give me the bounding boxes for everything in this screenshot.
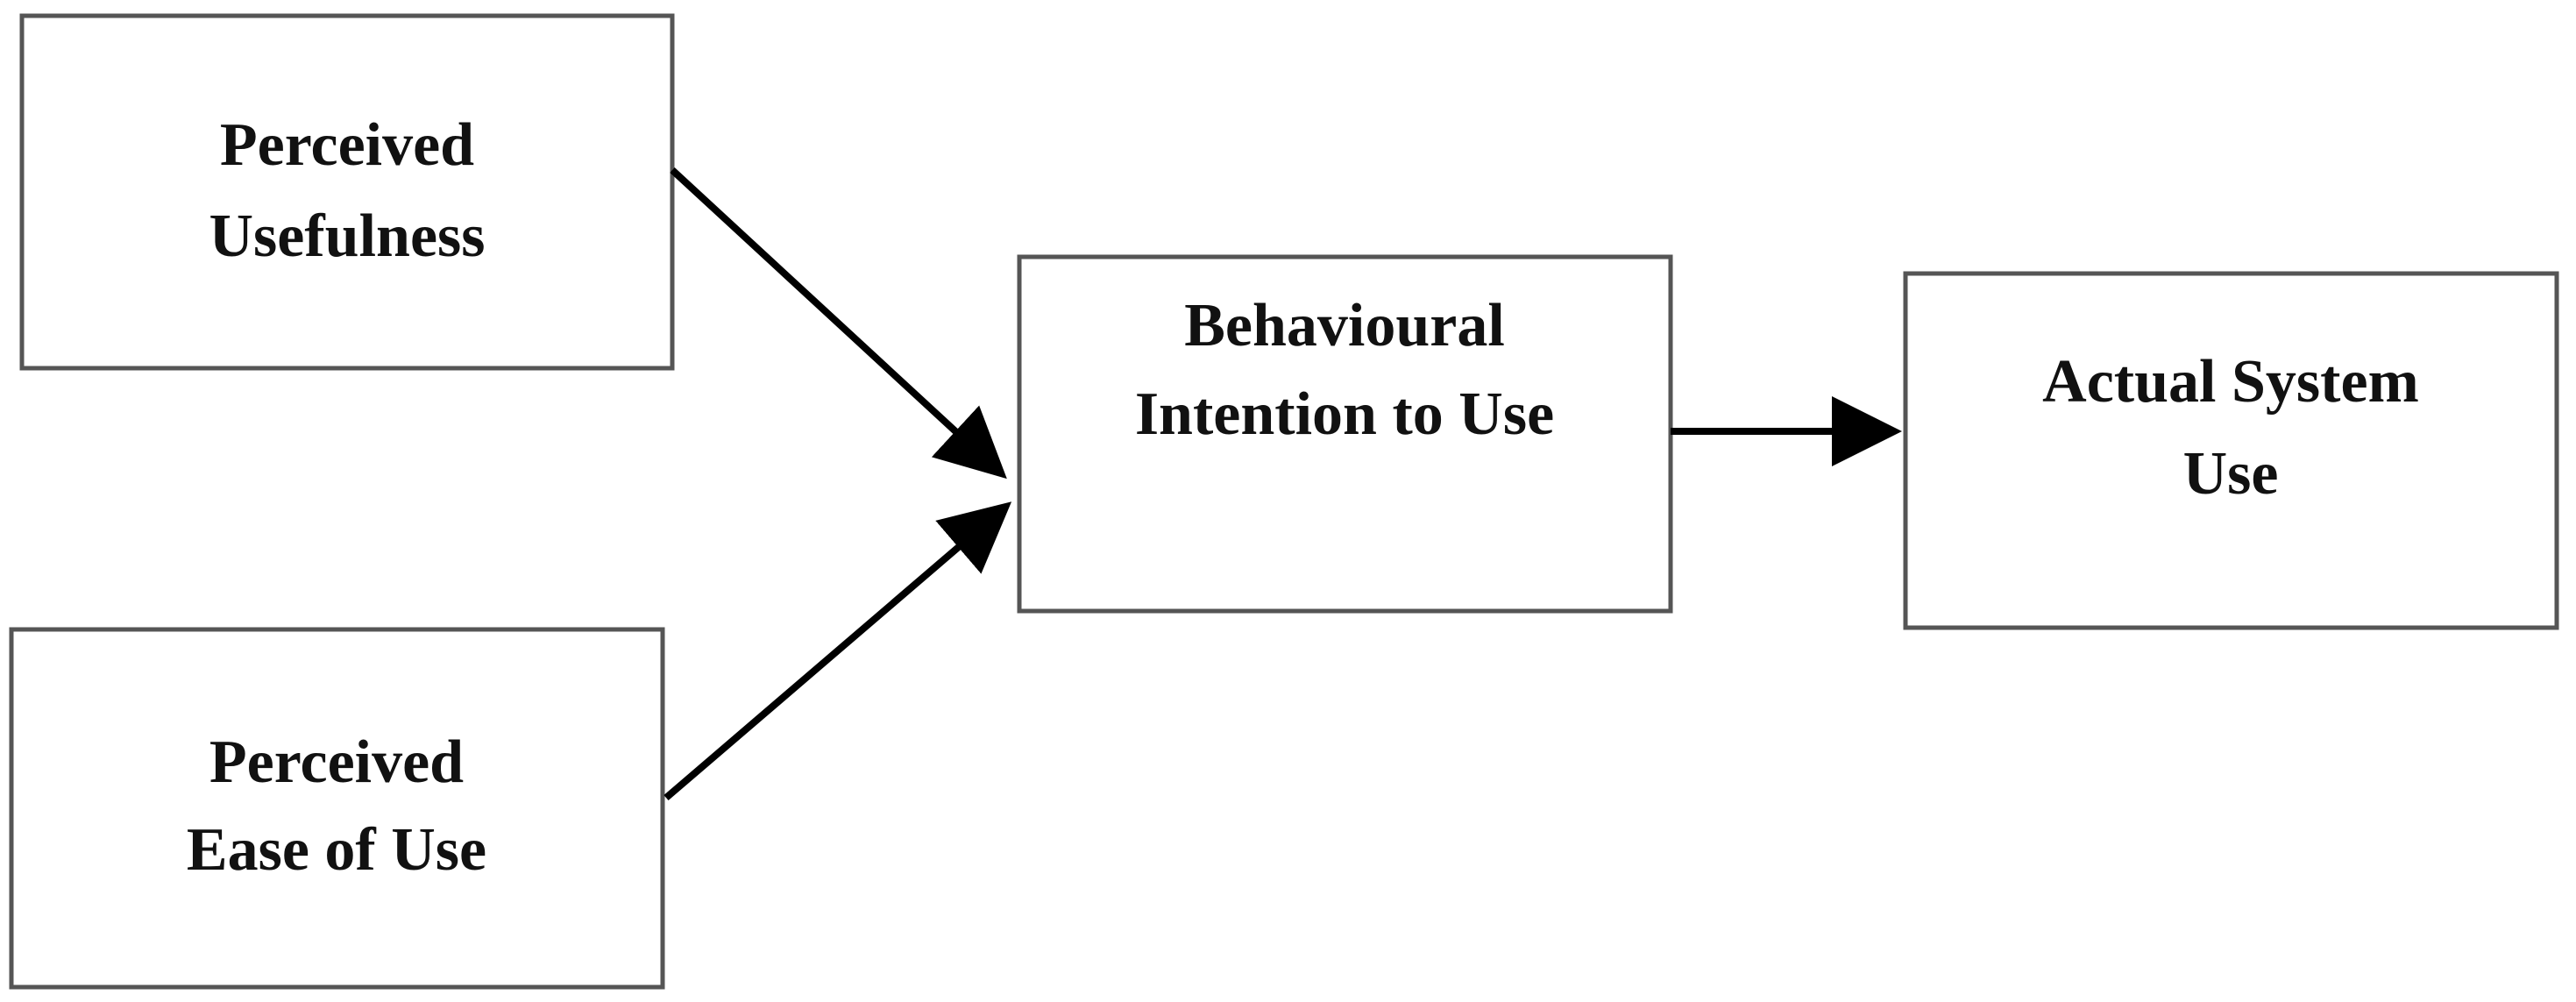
arrow-ease-of-use-to-intention bbox=[664, 501, 1012, 801]
node-behavioural-intention-label-line1: Behavioural bbox=[1184, 292, 1505, 359]
node-perceived-usefulness: Perceived Usefulness bbox=[19, 13, 675, 371]
node-perceived-ease-of-use-label-line1: Perceived bbox=[209, 728, 464, 796]
node-actual-system-use: Actual System Use bbox=[1903, 271, 2559, 630]
node-behavioural-intention-label-line2: Intention to Use bbox=[1135, 380, 1554, 448]
node-perceived-ease-of-use: Perceived Ease of Use bbox=[9, 627, 665, 990]
node-actual-system-use-label-line2: Use bbox=[2183, 440, 2279, 508]
node-behavioural-intention-box bbox=[1017, 254, 1673, 614]
node-perceived-usefulness-label-line2: Usefulness bbox=[209, 203, 485, 270]
node-perceived-usefulness-label-line1: Perceived bbox=[220, 111, 474, 179]
arrow-usefulness-to-intention bbox=[670, 167, 1007, 480]
node-perceived-ease-of-use-label-line2: Ease of Use bbox=[187, 816, 486, 884]
node-behavioural-intention: Behavioural Intention to Use bbox=[1017, 254, 1673, 614]
node-actual-system-use-box bbox=[1903, 271, 2559, 630]
node-perceived-usefulness-box bbox=[19, 13, 675, 371]
node-actual-system-use-label-line1: Actual System bbox=[2042, 348, 2419, 416]
node-perceived-ease-of-use-box bbox=[9, 627, 665, 990]
